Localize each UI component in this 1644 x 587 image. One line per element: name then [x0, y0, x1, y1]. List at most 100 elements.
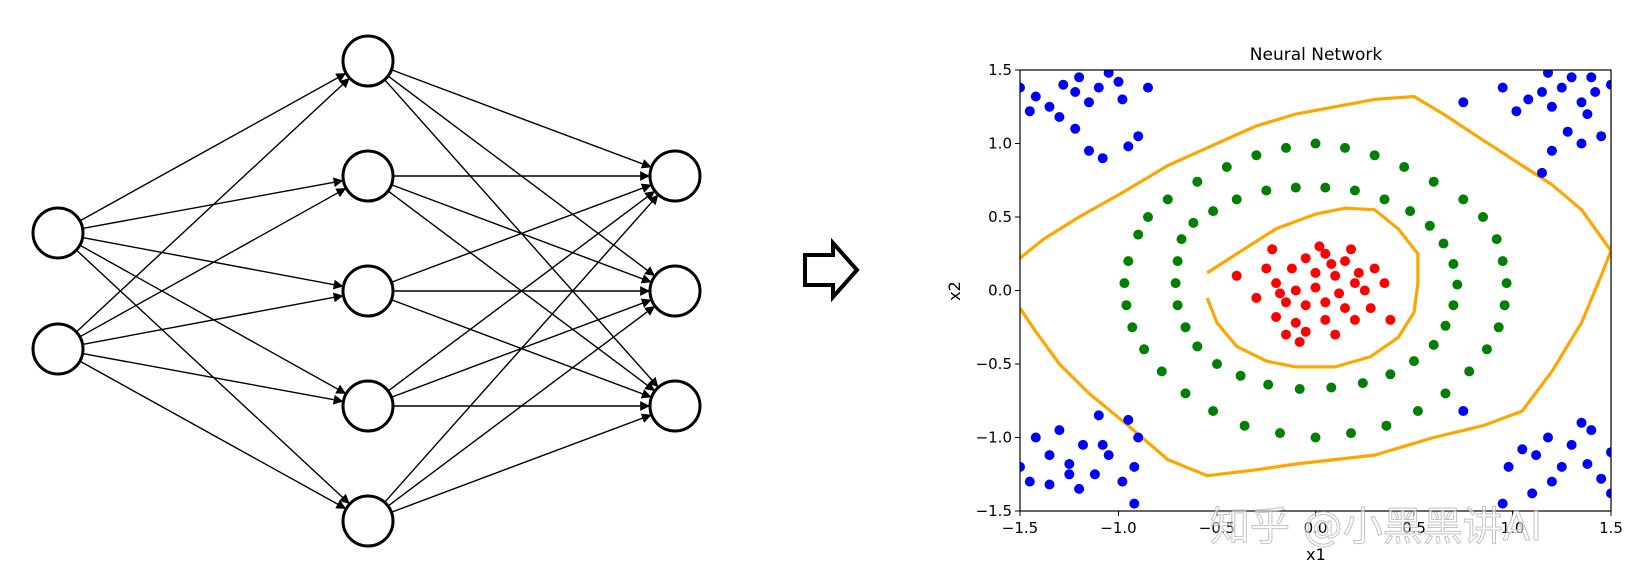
green-point	[1346, 428, 1356, 439]
red-point	[1385, 314, 1396, 325]
blue-point	[1093, 82, 1104, 93]
connection-arrow	[79, 360, 347, 510]
red-point	[1271, 278, 1282, 289]
blue-point	[1044, 450, 1055, 461]
blue-point	[1103, 450, 1114, 461]
green-point	[1440, 388, 1451, 399]
green-point	[1499, 300, 1510, 311]
blue-point	[1576, 417, 1587, 428]
blue-point	[1084, 97, 1094, 108]
x-axis-label: x1	[1306, 545, 1326, 564]
blue-point	[1070, 87, 1081, 97]
green-point	[1162, 194, 1173, 205]
red-point	[1300, 326, 1311, 337]
connection-arrow	[387, 305, 656, 507]
blue-point	[1537, 167, 1547, 178]
green-point	[1290, 182, 1301, 193]
red-point	[1281, 297, 1291, 308]
green-point	[1399, 162, 1410, 172]
red-point	[1271, 312, 1282, 322]
green-point	[1133, 229, 1144, 240]
blue-point	[1586, 425, 1597, 436]
green-point	[1381, 420, 1392, 431]
green-point	[1497, 256, 1508, 267]
green-point	[1180, 388, 1191, 399]
red-point	[1365, 303, 1376, 314]
decision-boundaries	[1020, 94, 1611, 478]
blue-point	[1044, 101, 1055, 112]
x-tick-label: −1.5	[1002, 519, 1038, 537]
blue-point	[1024, 476, 1035, 487]
blue-point	[1123, 141, 1134, 152]
red-point	[1334, 288, 1345, 299]
green-point	[1239, 420, 1250, 431]
red-point	[1353, 267, 1364, 278]
green-point	[1281, 142, 1291, 153]
decision-boundary-line	[1020, 94, 1611, 478]
green-point	[1428, 339, 1439, 350]
connection-arrow	[75, 77, 351, 333]
blue-point	[1527, 488, 1538, 499]
connection-arrow	[391, 183, 652, 283]
red-point	[1310, 267, 1321, 278]
blue-point	[1129, 498, 1140, 509]
green-point	[1357, 378, 1368, 389]
green-point	[1440, 320, 1451, 331]
network-node	[341, 494, 395, 548]
green-point	[1143, 212, 1153, 222]
blue-point	[1606, 488, 1611, 499]
green-point	[1170, 278, 1181, 289]
red-point	[1320, 248, 1331, 259]
red-point	[1231, 270, 1242, 281]
blue-point	[1054, 425, 1065, 436]
green-point	[1448, 300, 1459, 311]
connection-arrow	[391, 413, 652, 513]
red-point	[1369, 263, 1380, 274]
blue-point	[1537, 87, 1547, 97]
red-point	[1320, 297, 1331, 308]
red-point	[1275, 288, 1285, 299]
green-point	[1438, 238, 1449, 249]
green-point	[1172, 300, 1183, 311]
green-point	[1208, 406, 1219, 416]
network-node	[341, 379, 395, 433]
blue-point	[1133, 131, 1144, 142]
red-point	[1379, 278, 1390, 289]
red-point	[1290, 317, 1301, 328]
x-tick-label: 0.5	[1402, 519, 1426, 537]
network-node	[341, 149, 395, 203]
green-point	[1156, 366, 1167, 377]
green-point	[1176, 234, 1187, 245]
blue-point	[1097, 439, 1108, 450]
blue-point	[1020, 461, 1025, 472]
green-point	[1310, 138, 1321, 149]
blue-point	[1123, 414, 1134, 425]
green-point	[1188, 217, 1199, 228]
blue-point	[1078, 439, 1088, 450]
green-point	[1208, 206, 1219, 217]
chart-title: Neural Network	[1250, 45, 1383, 65]
network-node	[341, 34, 395, 88]
green-point	[1452, 279, 1463, 290]
blue-point	[1133, 432, 1144, 443]
blue-point	[1590, 87, 1601, 97]
red-point	[1346, 244, 1356, 255]
blue-point	[1070, 123, 1081, 134]
green-point	[1294, 384, 1305, 394]
red-point	[1300, 253, 1311, 264]
green-point	[1405, 206, 1416, 217]
blue-point	[1582, 459, 1593, 469]
red-point	[1267, 244, 1278, 255]
y-tick-label: −1.0	[976, 429, 1012, 447]
red-point	[1314, 241, 1325, 252]
blue-point	[1064, 459, 1075, 469]
blue-point	[1546, 145, 1557, 156]
x-tick-label: 1.5	[1599, 519, 1623, 537]
red-point	[1320, 314, 1331, 325]
network-node	[648, 149, 702, 203]
blue-point	[1576, 138, 1587, 149]
red-point	[1349, 314, 1360, 325]
green-point	[1379, 194, 1390, 205]
blue-point	[1606, 447, 1611, 458]
